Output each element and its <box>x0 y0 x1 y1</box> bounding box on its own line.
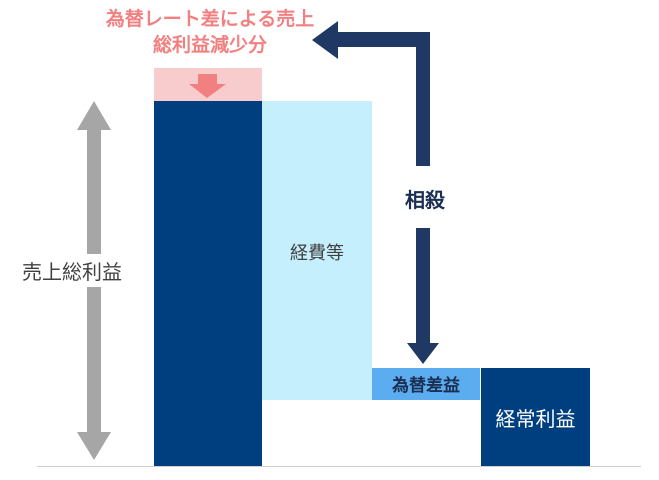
fx-loss-label: 為替レート差による売上総利益減少分 <box>105 8 315 56</box>
gross-profit-bar <box>154 101 262 466</box>
fx-gain-bar <box>372 368 480 400</box>
fx-gain-label: 為替差益 <box>392 376 460 396</box>
offset-left-arrow-icon <box>312 21 430 166</box>
gross-profit-label: 売上総利益 <box>20 254 124 287</box>
baseline <box>37 466 641 467</box>
offset-label: 相殺 <box>405 188 445 212</box>
fx-loss-down-arrow-icon <box>189 74 226 98</box>
offset-down-arrow-icon <box>407 228 439 364</box>
expenses-bar <box>262 101 372 400</box>
expenses-label: 経費等 <box>290 243 344 264</box>
ordinary-profit-bar <box>481 368 590 466</box>
ordinary-profit-label: 経常利益 <box>495 407 576 431</box>
